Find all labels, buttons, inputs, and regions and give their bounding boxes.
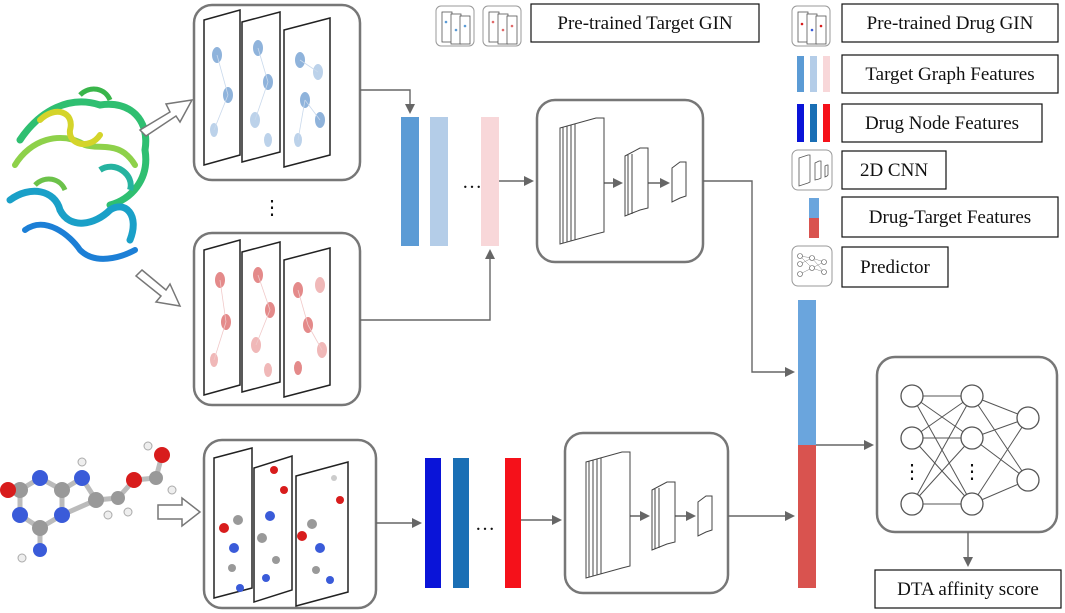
legend-target-gin-label: Pre-trained Target GIN: [557, 13, 733, 34]
hollow-arrow-drug: [157, 496, 202, 528]
protein-structure-icon: [6, 86, 150, 262]
legend-predictor-label: Predictor: [860, 257, 930, 278]
drug-graph-box: [202, 438, 378, 610]
drug-feature-bar-3: [505, 458, 521, 588]
legend-2d-cnn-label: 2D CNN: [860, 160, 928, 181]
target-cnn-box: [535, 98, 705, 264]
drug-feature-bar-2: [453, 458, 469, 588]
arrow-target-cnn-to-fused: [703, 180, 795, 377]
target-feature-bar-2: [430, 117, 448, 246]
arrow-red-graph-to-features: [360, 249, 495, 321]
predictor-left-ellipsis: ⋮: [902, 461, 922, 483]
drug-features-ellipsis: …: [475, 513, 495, 535]
drug-feature-bar-1: [425, 458, 441, 588]
fused-feature-bar-target: [798, 300, 816, 445]
legend-drug-gin: Pre-trained Drug GIN: [791, 3, 1059, 47]
legend-2d-cnn: 2D CNN: [791, 149, 947, 191]
target-graph-box-blue: [192, 3, 362, 182]
legend-drug-gin-label: Pre-trained Drug GIN: [867, 13, 1034, 34]
output-score-box: DTA affinity score: [874, 569, 1062, 609]
hollow-arrow-protein-bottom: [134, 268, 182, 307]
legend-target-graph-features-label: Target Graph Features: [865, 64, 1034, 85]
legend-drug-node-features: Drug Node Features: [797, 103, 1043, 143]
drug-molecule-icon: [0, 441, 177, 563]
legend-predictor: Predictor: [791, 245, 949, 288]
target-graphs-vertical-ellipsis: ⋮: [262, 197, 282, 219]
target-features-ellipsis: …: [462, 171, 482, 193]
legend-drug-target-features-label: Drug-Target Features: [869, 207, 1031, 228]
arrow-blue-graph-to-features: [360, 89, 415, 114]
target-feature-bar-3: [481, 117, 499, 246]
legend-drug-target-features: Drug-Target Features: [809, 196, 1059, 238]
legend-target-gin: Pre-trained Target GIN: [435, 3, 760, 47]
drug-cnn-box: [563, 431, 730, 595]
target-graph-box-red: [192, 231, 362, 407]
target-feature-bar-1: [401, 117, 419, 246]
output-score-label: DTA affinity score: [897, 579, 1039, 600]
fused-feature-bar-drug: [798, 445, 816, 588]
hollow-arrow-protein-top: [138, 99, 194, 137]
predictor-box: ⋮ ⋮: [875, 355, 1059, 534]
predictor-mid-ellipsis: ⋮: [962, 461, 982, 483]
legend-drug-node-features-label: Drug Node Features: [865, 113, 1019, 134]
legend-target-graph-features: Target Graph Features: [797, 54, 1059, 94]
